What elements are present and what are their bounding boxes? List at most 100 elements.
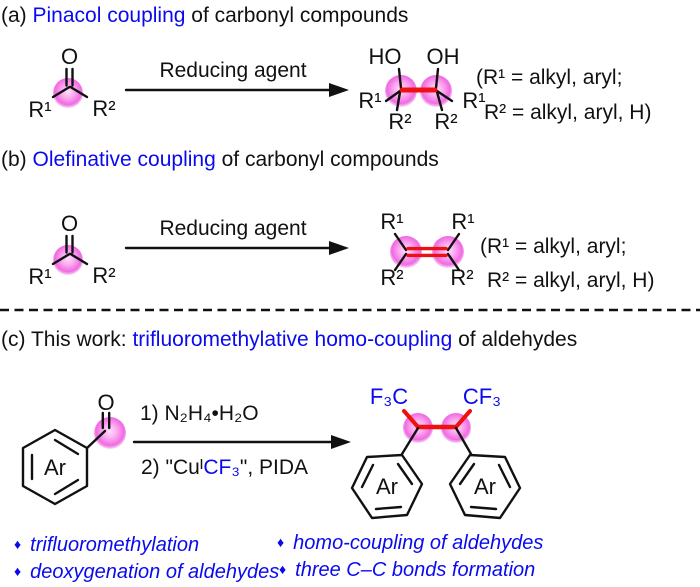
bond [53, 478, 80, 496]
scheme-b-reactant: O R¹ R² [28, 211, 115, 289]
bond [384, 89, 402, 103]
scheme-a-product: HO OH R¹ R¹ R² R² [358, 44, 485, 134]
section-b-title: (b) Olefinative coupling of carbonyl com… [1, 148, 439, 172]
bond [446, 232, 461, 252]
scheme-c-conditions-step2: 2) "CuᴵCF₃", PIDA [141, 456, 308, 480]
section-c-label: (c) This work: [1, 328, 133, 351]
scheme-c-conditions-step1: 1) N₂H₄•H₂O [140, 402, 259, 425]
scheme-b-arrow [124, 241, 349, 255]
benzene-ring [350, 453, 424, 520]
bond [360, 463, 375, 489]
section-c-title-rest: of aldehydes [452, 328, 578, 351]
scheme-a-legend-line2: R² = alkyl, aryl, H) [484, 101, 652, 124]
diamond-bullet-icon: ♦ [14, 563, 22, 579]
bond [446, 252, 461, 272]
section-b-title-highlight: Olefinative coupling [32, 148, 216, 171]
atom-label-r2: R² [450, 265, 473, 290]
carbonyl-highlight [53, 78, 83, 108]
atom-label-r2: R² [92, 263, 115, 288]
scheme-c-product: F₃C CF₃ Ar Ar [350, 384, 522, 520]
arrow-head [329, 241, 349, 255]
atom-label-ar: Ar [474, 474, 496, 499]
scheme-a-arrow-label: Reducing agent [159, 59, 307, 82]
arrow-head [329, 83, 349, 97]
atom-label-r1: R¹ [451, 209, 474, 234]
bond [397, 67, 403, 90]
bond [435, 90, 444, 112]
benzene-ring [448, 453, 522, 520]
atom-label-r2: R² [380, 265, 403, 290]
atom-label-oxygen: O [97, 390, 114, 415]
bullet-text: homo-coupling of aldehydes [293, 532, 544, 554]
bond [374, 505, 403, 511]
atom-label-r1: R¹ [462, 88, 485, 113]
atom-label-ho: HO [369, 44, 402, 69]
bond [458, 462, 476, 486]
scheme-b-legend-line2: R² = alkyl, aryl, H) [487, 269, 655, 292]
scheme-a-reactant: O R¹ R² [28, 44, 115, 122]
atom-label-ar: Ar [376, 474, 398, 499]
section-c-title-highlight: trifluoromethylative homo-coupling [132, 328, 453, 351]
atom-label-r1: R¹ [28, 264, 51, 289]
scheme-a-arrow [124, 83, 349, 97]
bullet-homo-coupling: ♦ homo-coupling of aldehydes [277, 533, 543, 553]
diamond-bullet-icon: ♦ [14, 536, 22, 552]
diamond-bullet-icon: ♦ [277, 534, 285, 550]
section-b-title-rest: of carbonyl compounds [215, 148, 439, 171]
bond [51, 85, 71, 99]
bond [53, 438, 80, 456]
atom-label-r2: R² [388, 109, 411, 134]
atom-label-r2: R² [92, 96, 115, 121]
scheme-c-arrow [132, 435, 351, 449]
atom-label-r2: R² [434, 109, 457, 134]
bond [497, 463, 512, 489]
bond [395, 90, 402, 112]
bond [85, 429, 107, 450]
bullet-text: deoxygenation of aldehydes [30, 561, 280, 583]
section-a-title: (a) Pinacol coupling of carbonyl compoun… [1, 4, 408, 28]
bond [69, 85, 89, 99]
section-b-label: (b) [1, 148, 33, 171]
bond [435, 89, 454, 103]
atom-label-f3c: F₃C [370, 384, 408, 409]
conditions-step2-suffix: ", PIDA [239, 456, 309, 479]
atom-label-ar: Ar [44, 455, 66, 480]
bond [393, 252, 408, 272]
bond [469, 505, 498, 511]
section-a-title-rest: of carbonyl compounds [185, 4, 409, 27]
bullet-text: three C–C bonds formation [295, 559, 536, 581]
bond [393, 232, 408, 252]
bullet-trifluoromethylation: ♦trifluoromethylation [14, 535, 199, 555]
scheme-a-legend-line1: (R¹ = alkyl, aryl; [476, 66, 623, 89]
carbonyl-highlight [53, 245, 83, 275]
atom-label-oh: OH [427, 44, 460, 69]
bond [396, 462, 414, 486]
bond [454, 426, 473, 456]
section-a-title-highlight: Pinacol coupling [32, 4, 186, 27]
carbon-highlight [390, 236, 422, 268]
atom-label-r1: R¹ [28, 97, 51, 122]
bond [69, 252, 89, 266]
atom-label-cf3: CF₃ [463, 384, 501, 409]
section-a-label: (a) [1, 4, 33, 27]
new-c-cf3-bond [454, 409, 472, 429]
scheme-c-reactant: O Ar [21, 390, 126, 506]
scheme-b-arrow-label: Reducing agent [159, 217, 307, 240]
conditions-step2-prefix: 2) "Cuᴵ [141, 456, 204, 479]
scheme-b-legend-line1: (R¹ = alkyl, aryl; [480, 235, 627, 258]
bond [400, 426, 420, 456]
diamond-bullet-icon: ♦ [279, 561, 287, 577]
bullet-three-cc-bonds: ♦ three C–C bonds formation [279, 560, 535, 580]
atom-label-oxygen: O [61, 211, 78, 236]
new-c-cf3-bond [402, 409, 420, 429]
bond [51, 252, 71, 266]
arrow-head [331, 435, 351, 449]
bond [434, 67, 440, 90]
atom-label-r1: R¹ [380, 209, 403, 234]
scheme-b-product: R¹ R¹ R² R² [380, 209, 474, 290]
atom-label-oxygen: O [61, 44, 78, 69]
carbon-highlight [432, 236, 464, 268]
bullet-deoxygenation: ♦ deoxygenation of aldehydes [14, 562, 279, 582]
